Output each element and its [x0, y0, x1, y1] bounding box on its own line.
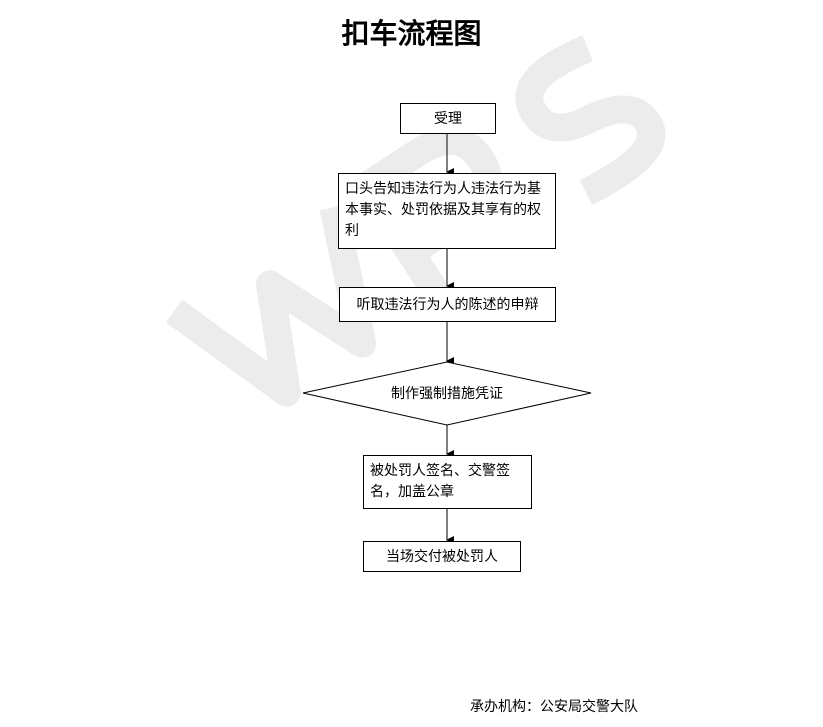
step-hear-defense: 听取违法行为人的陈述的申辩: [339, 287, 556, 322]
step-sign-seal: 被处罚人签名、交警签名，加盖公章: [363, 455, 532, 509]
step-label: 受理: [434, 110, 462, 126]
step-label: 当场交付被处罚人: [386, 548, 498, 564]
step-inform-rights: 口头告知违法行为人违法行为基本事实、处罚依据及其享有的权利: [338, 173, 556, 249]
responsible-agency: 承办机构：公安局交警大队: [470, 698, 638, 714]
step-label: 听取违法行为人的陈述的申辩: [356, 296, 539, 312]
step-label: 口头告知违法行为人违法行为基本事实、处罚依据及其享有的权利: [345, 180, 541, 238]
step-label: 被处罚人签名、交警签名，加盖公章: [370, 462, 510, 499]
decision-diamond: [302, 361, 592, 426]
step-make-certificate: 制作强制措施凭证: [391, 385, 503, 401]
step-deliver: 当场交付被处罚人: [363, 541, 521, 572]
step-accept: 受理: [400, 103, 496, 134]
page-title: 扣车流程图: [341, 19, 482, 50]
